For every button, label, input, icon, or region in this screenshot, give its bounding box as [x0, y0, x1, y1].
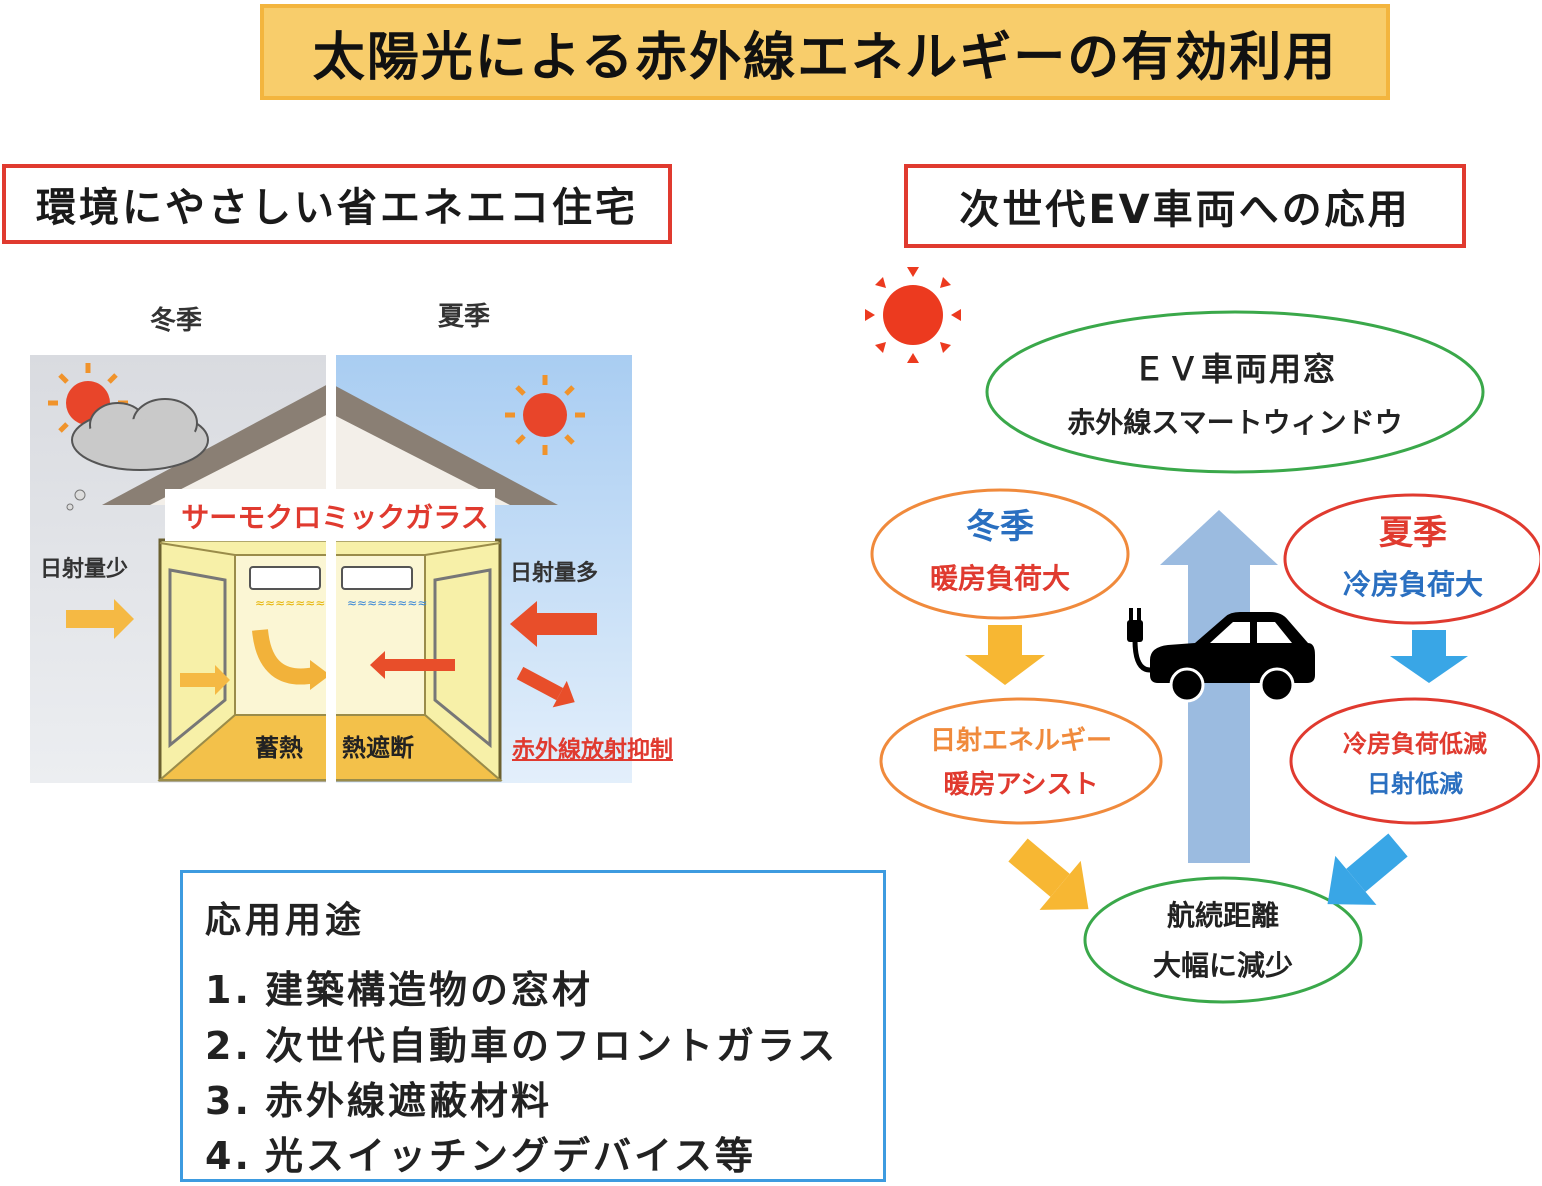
ev-window-title: ＥＶ車両用窓	[1132, 350, 1337, 388]
application-item-2: 2.次世代自動車のフロントガラス	[205, 1024, 839, 1068]
low-radiation-arrow	[66, 599, 134, 639]
range-ellipse	[1083, 876, 1363, 1004]
heat-circulation-arrow	[252, 628, 317, 685]
applications-box: 応用用途 1.建築構造物の窓材 2.次世代自動車のフロントガラス 3.赤外線遮蔽…	[180, 870, 886, 1182]
house-summer-label: 夏季	[438, 302, 491, 332]
house-winter-label: 冬季	[150, 306, 203, 336]
svg-text:≈≈≈≈≈≈≈≈: ≈≈≈≈≈≈≈≈	[255, 596, 335, 610]
left-section-heading: 環境にやさしい省エネエコ住宅	[2, 164, 672, 244]
low-radiation-label: 日射量少	[40, 557, 129, 582]
summer-reduce-line1: 冷房負荷低減	[1343, 730, 1487, 758]
glass-label-box	[165, 489, 495, 541]
high-radiation-arrow	[510, 601, 597, 647]
winter-ellipse	[870, 488, 1130, 620]
winter-assist-ellipse	[879, 697, 1163, 825]
ev-window-ellipse	[985, 310, 1485, 474]
aircon-right	[341, 566, 413, 590]
heat-shield-label: 熱遮断	[342, 734, 414, 762]
sun-summer-icon	[505, 375, 585, 455]
right-section-heading: 次世代EV車両への応用	[904, 164, 1466, 248]
summer-ellipse	[1283, 493, 1540, 625]
winter-down-arrow	[965, 625, 1045, 685]
winter-diagonal-arrow	[1008, 838, 1089, 910]
ir-emission-arrow	[516, 666, 575, 708]
application-item-4: 4.光スイッチングデバイス等	[205, 1134, 756, 1178]
cloud-icon	[66, 398, 209, 511]
applications-title: 応用用途	[205, 900, 366, 941]
ev-winter-title: 冬季	[966, 507, 1034, 547]
svg-text:≈≈≈≈≈≈≈≈: ≈≈≈≈≈≈≈≈	[347, 596, 427, 610]
ev-car-icon	[1127, 608, 1315, 703]
range-line2: 大幅に減少	[1152, 949, 1293, 982]
summer-reduce-ellipse	[1289, 697, 1540, 825]
main-title: 太陽光による赤外線エネルギーの有効利用	[260, 4, 1390, 100]
ev-summer-load: 冷房負荷大	[1342, 568, 1483, 601]
high-radiation-label: 日射量多	[510, 561, 599, 586]
ev-diagram	[865, 267, 1540, 1004]
ev-window-subtitle: 赤外線スマートウィンドウ	[1067, 406, 1403, 439]
heat-storage-label: 蓄熱	[255, 734, 303, 762]
eco-house-illustration: ≈≈≈≈≈≈≈≈ ≈≈≈≈≈≈≈≈	[30, 355, 632, 785]
ev-winter-load: 暖房負荷大	[929, 562, 1070, 595]
summer-down-arrow	[1390, 630, 1468, 683]
thermochromic-glass-label: サーモクロミックガラス	[181, 501, 489, 534]
winter-assist-line1: 日射エネルギー	[929, 726, 1112, 756]
sun-icon	[865, 267, 961, 363]
ir-suppression-label: 赤外線放射抑制	[512, 737, 673, 763]
range-line1: 航続距離	[1166, 899, 1279, 932]
application-item-1: 1.建築構造物の窓材	[205, 968, 594, 1012]
ev-summer-title: 夏季	[1379, 513, 1447, 553]
summer-reduce-line2: 日射低減	[1367, 770, 1463, 798]
summer-diagonal-arrow	[1327, 833, 1408, 905]
application-item-3: 3.赤外線遮蔽材料	[205, 1079, 553, 1123]
winter-assist-line2: 暖房アシスト	[943, 770, 1099, 800]
aircon-left	[249, 566, 321, 590]
